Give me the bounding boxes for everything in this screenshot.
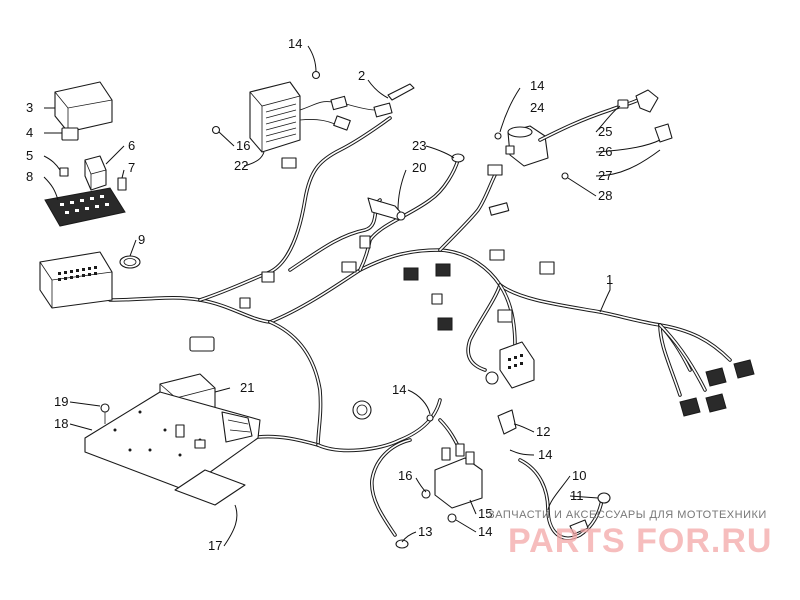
callout-4: 4	[26, 125, 33, 140]
callout-10: 10	[572, 468, 586, 483]
callout-14-center: 14	[392, 382, 406, 397]
callout-16-top: 16	[236, 138, 250, 153]
fuse-blade	[117, 177, 127, 191]
callout-20: 20	[412, 160, 426, 175]
mini-fuse	[59, 167, 69, 177]
callout-17: 17	[208, 538, 222, 553]
bolt-16	[421, 489, 431, 499]
callout-7: 7	[128, 160, 135, 175]
callout-15: 15	[478, 506, 492, 521]
fuse-panel-board	[44, 187, 126, 227]
callout-25: 25	[598, 124, 612, 139]
screw-28	[561, 172, 569, 180]
callout-22: 22	[234, 158, 248, 173]
starter-solenoid	[434, 443, 483, 509]
callout-12: 12	[536, 424, 550, 439]
callout-28: 28	[598, 188, 612, 203]
terminal-connector	[387, 83, 415, 101]
harness-connector-left	[189, 235, 371, 352]
screw-16-top	[211, 125, 221, 135]
cover-plate	[174, 469, 246, 506]
callout-14-top: 14	[288, 36, 302, 51]
ignition-coil	[505, 98, 640, 167]
voltage-regulator	[249, 81, 301, 153]
screw-19	[100, 403, 110, 424]
fuse-box-cover	[54, 81, 113, 133]
callout-26: 26	[598, 144, 612, 159]
right-plug-connectors	[679, 359, 755, 417]
callout-14-bottom: 14	[478, 524, 492, 539]
callout-24: 24	[530, 100, 544, 115]
mounting-plate	[84, 391, 261, 491]
callout-19: 19	[54, 394, 68, 409]
watermark-logo: PARTS FOR.RU	[508, 522, 772, 560]
callout-8: 8	[26, 169, 33, 184]
callout-2: 2	[358, 68, 365, 83]
fuse-small	[61, 127, 79, 141]
fuse-block	[39, 251, 113, 309]
callout-27: 27	[598, 168, 612, 183]
leader-lines	[43, 45, 661, 547]
module-connector	[221, 411, 253, 443]
callout-3: 3	[26, 100, 33, 115]
callout-18: 18	[54, 416, 68, 431]
nut-14-bottom	[447, 513, 457, 523]
screw-14-center	[426, 414, 434, 422]
battery-cable	[370, 438, 412, 549]
callout-6: 6	[128, 138, 135, 153]
starter-cable	[518, 458, 604, 540]
relay	[84, 155, 107, 191]
cap-parts	[617, 99, 673, 143]
multi-pin-connector	[485, 341, 535, 389]
callout-16-bottom: 16	[398, 468, 412, 483]
watermark: ЗАПЧАСТИ И АКСЕССУАРЫ ДЛЯ МОТОТЕХНИКИ PA…	[488, 509, 772, 560]
terminal-boot	[497, 409, 517, 435]
callout-1: 1	[606, 272, 613, 287]
callout-5: 5	[26, 148, 33, 163]
grommet-ring	[119, 255, 141, 269]
watermark-caption: ЗАПЧАСТИ И АКСЕССУАРЫ ДЛЯ МОТОТЕХНИКИ	[488, 509, 767, 521]
callout-23: 23	[412, 138, 426, 153]
temperature-sensor	[367, 197, 406, 221]
ring-terminal	[451, 153, 465, 163]
harness-round-connector	[352, 400, 372, 420]
callout-13: 13	[418, 524, 432, 539]
callout-11: 11	[570, 488, 584, 503]
callout-21: 21	[240, 380, 254, 395]
regulator-connectors	[281, 95, 393, 169]
spark-plug-cap	[635, 89, 659, 113]
callout-labels: 1 2 3 4 5 6 7 8 9 10 11 12 13 14 14 14 1…	[26, 36, 613, 553]
callout-14-coil: 14	[530, 78, 544, 93]
callout-14-right: 14	[538, 447, 552, 462]
screw-14-top	[311, 70, 321, 80]
callout-9: 9	[138, 232, 145, 247]
screw-14-coil	[494, 132, 502, 140]
harness-connectors-center	[403, 164, 555, 331]
